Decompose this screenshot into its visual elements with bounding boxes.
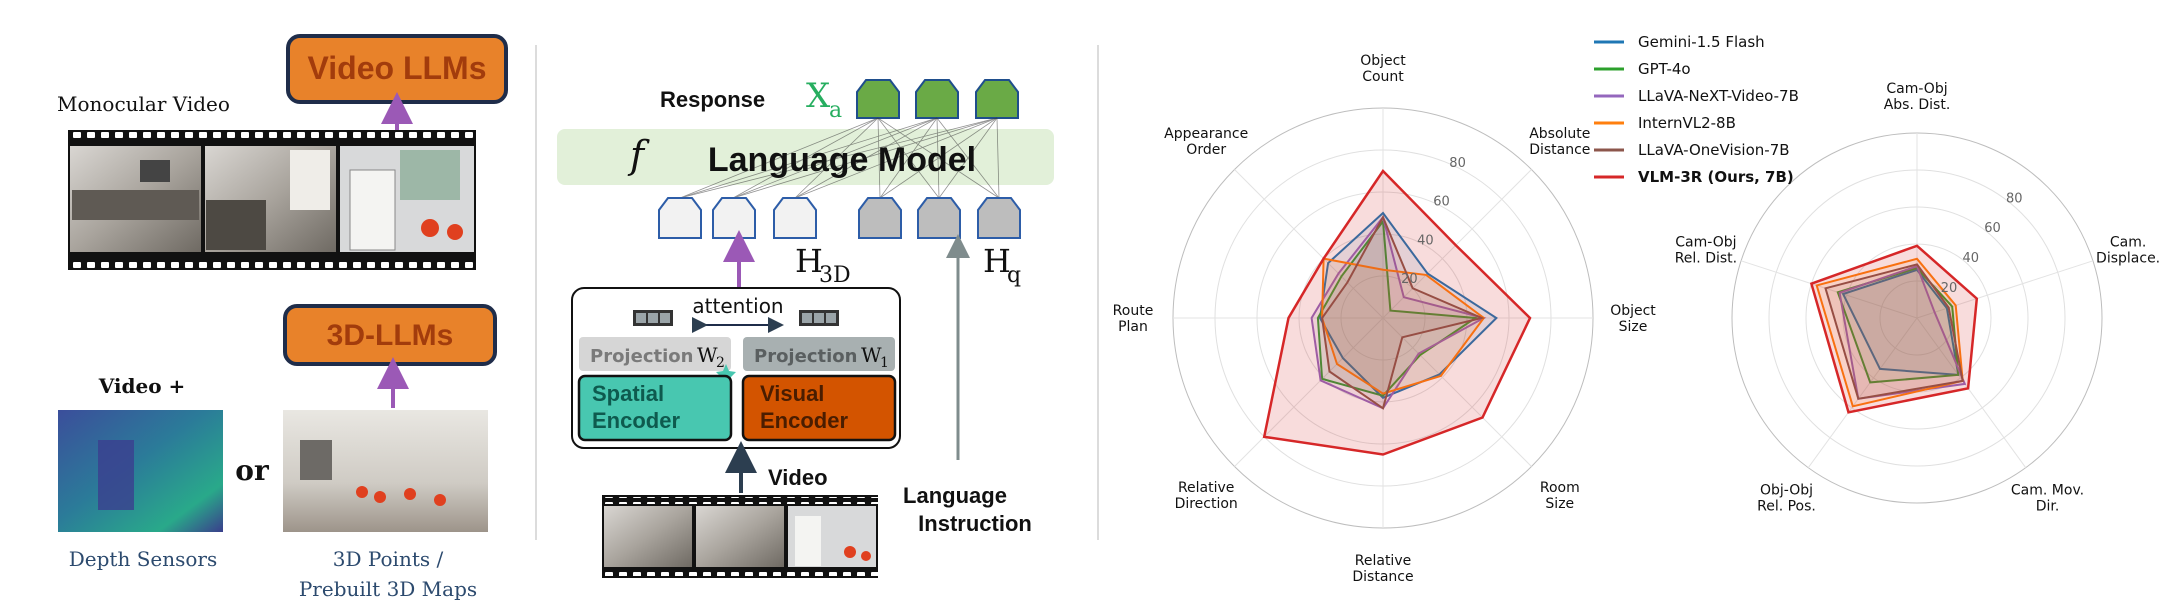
hq-token-2: [917, 197, 961, 239]
monocular-video-label: Monocular Video: [57, 92, 230, 116]
series-internvl2-8b: [1815, 257, 1964, 408]
xa-main: X: [806, 76, 831, 116]
projection-w2-box: [579, 337, 731, 371]
w2-sub: 2: [716, 355, 725, 371]
response-token-1: [856, 79, 900, 119]
projection-w1-label: Projection: [754, 346, 857, 367]
language-instruction-label-2: Instruction: [918, 511, 1032, 536]
series-vlm-3r-ours-7b: [1262, 169, 1532, 456]
grid-spoke: [1382, 169, 1532, 319]
h3d-token-2: [712, 197, 756, 239]
visual-encoder-label-1: Visual: [760, 381, 824, 406]
legend-item-internvl2-8b: InternVL2-8B: [1638, 114, 1736, 132]
video-label: Video: [768, 465, 828, 490]
spatial-encoder-box: [577, 374, 733, 442]
legend-item-llava-next-video-7b: LLaVA-NeXT-Video-7B: [1638, 87, 1799, 105]
series-llava-next-video-7b: [1838, 264, 1967, 400]
w1-sub: 1: [880, 355, 889, 371]
series-internvl2-8b: [1321, 257, 1486, 395]
series-llava-onevision-7b: [1824, 263, 1964, 400]
spatial-encoder-label-2: Encoder: [592, 408, 680, 433]
tick-label: 80: [2006, 191, 2023, 206]
monocular-film-strip: [68, 130, 476, 270]
w2-main: W: [697, 343, 718, 367]
grid-spoke: [1916, 317, 2027, 468]
series-llava-onevision-7b: [1321, 214, 1485, 410]
h3d-token-1: [658, 197, 702, 239]
tick-label: 60: [1984, 221, 2001, 236]
language-model-label: Language Model: [708, 141, 976, 179]
grid-spoke: [1382, 317, 1532, 467]
attention-label: attention: [692, 294, 783, 318]
radar-legend: Gemini-1.5 FlashGPT-4oLLaVA-NeXT-Video-7…: [1594, 33, 1799, 186]
video-llms-label: Video LLMs: [308, 50, 487, 86]
w1-main: W: [861, 343, 882, 367]
legend-item-gpt-4o: GPT-4o: [1638, 60, 1691, 78]
tick-label: 60: [1433, 195, 1450, 210]
hq-main: H: [983, 242, 1011, 280]
hq-token-3: [977, 197, 1021, 239]
tick-label: 20: [1401, 272, 1418, 287]
language-instruction-label-1: Language: [903, 483, 1007, 508]
axis-label-cam-mov-dir: Cam. Mov.Dir.: [2011, 483, 2084, 515]
visual-encoder-box: [741, 374, 897, 442]
depth-sensor-image: [58, 410, 223, 532]
h3d-token-3: [773, 197, 817, 239]
xa-sub: a: [829, 98, 842, 123]
lm-connections: [679, 117, 1000, 199]
tick-label: 80: [1449, 156, 1466, 171]
hq-token-1: [858, 197, 902, 239]
legend-item-vlm-3r-ours-7b: VLM-3R (Ours, 7B): [1638, 168, 1794, 186]
depth-sensors-label: Depth Sensors: [69, 547, 218, 571]
tick-label: 20: [1941, 281, 1958, 296]
attention-token-right: [799, 310, 839, 326]
series-vlm-3r-ours-7b: [1809, 244, 1979, 414]
projection-w1-box: [743, 337, 895, 371]
legend-item-llava-onevision-7b: LLaVA-OneVision-7B: [1638, 141, 1790, 159]
grid-spoke: [1807, 317, 1918, 468]
3d-llms-label: 3D-LLMs: [327, 319, 454, 352]
response-token-2: [915, 79, 959, 119]
3d-points-label-2: Prebuilt 3D Maps: [299, 577, 477, 601]
axis-label-cam-displace: Cam.Displace.: [2096, 234, 2160, 266]
grid-spoke: [1234, 169, 1384, 319]
response-token-3: [975, 79, 1019, 119]
or-label: or: [235, 454, 270, 487]
3d-points-label-1: 3D Points /: [333, 547, 444, 571]
video-plus-label: Video +: [98, 374, 186, 398]
input-film-strip: [602, 495, 878, 578]
h3d-main: H: [795, 242, 823, 280]
grid-spoke: [1234, 317, 1384, 467]
grid-spoke: [1740, 260, 1918, 319]
panel-b: Response X a f Language Model H 3D H q: [557, 76, 1054, 578]
spatial-encoder-label-1: Spatial: [592, 381, 664, 406]
projection-w2-label: Projection: [590, 346, 693, 367]
panel-a: Video LLMs Monocular Video 3D-LLMs Video…: [57, 34, 508, 601]
tick-label: 40: [1963, 251, 1980, 266]
attention-token-left: [633, 310, 673, 326]
visual-encoder-label-2: Encoder: [760, 408, 848, 433]
legend-item-gemini-1-5-flash: Gemini-1.5 Flash: [1638, 33, 1765, 51]
tick-label: 40: [1417, 233, 1434, 248]
language-model-band: [557, 129, 1054, 185]
response-label: Response: [660, 87, 765, 112]
hq-sub: q: [1007, 263, 1021, 288]
series-gemini-1-5-flash: [1318, 211, 1498, 399]
h3d-sub: 3D: [819, 263, 851, 288]
